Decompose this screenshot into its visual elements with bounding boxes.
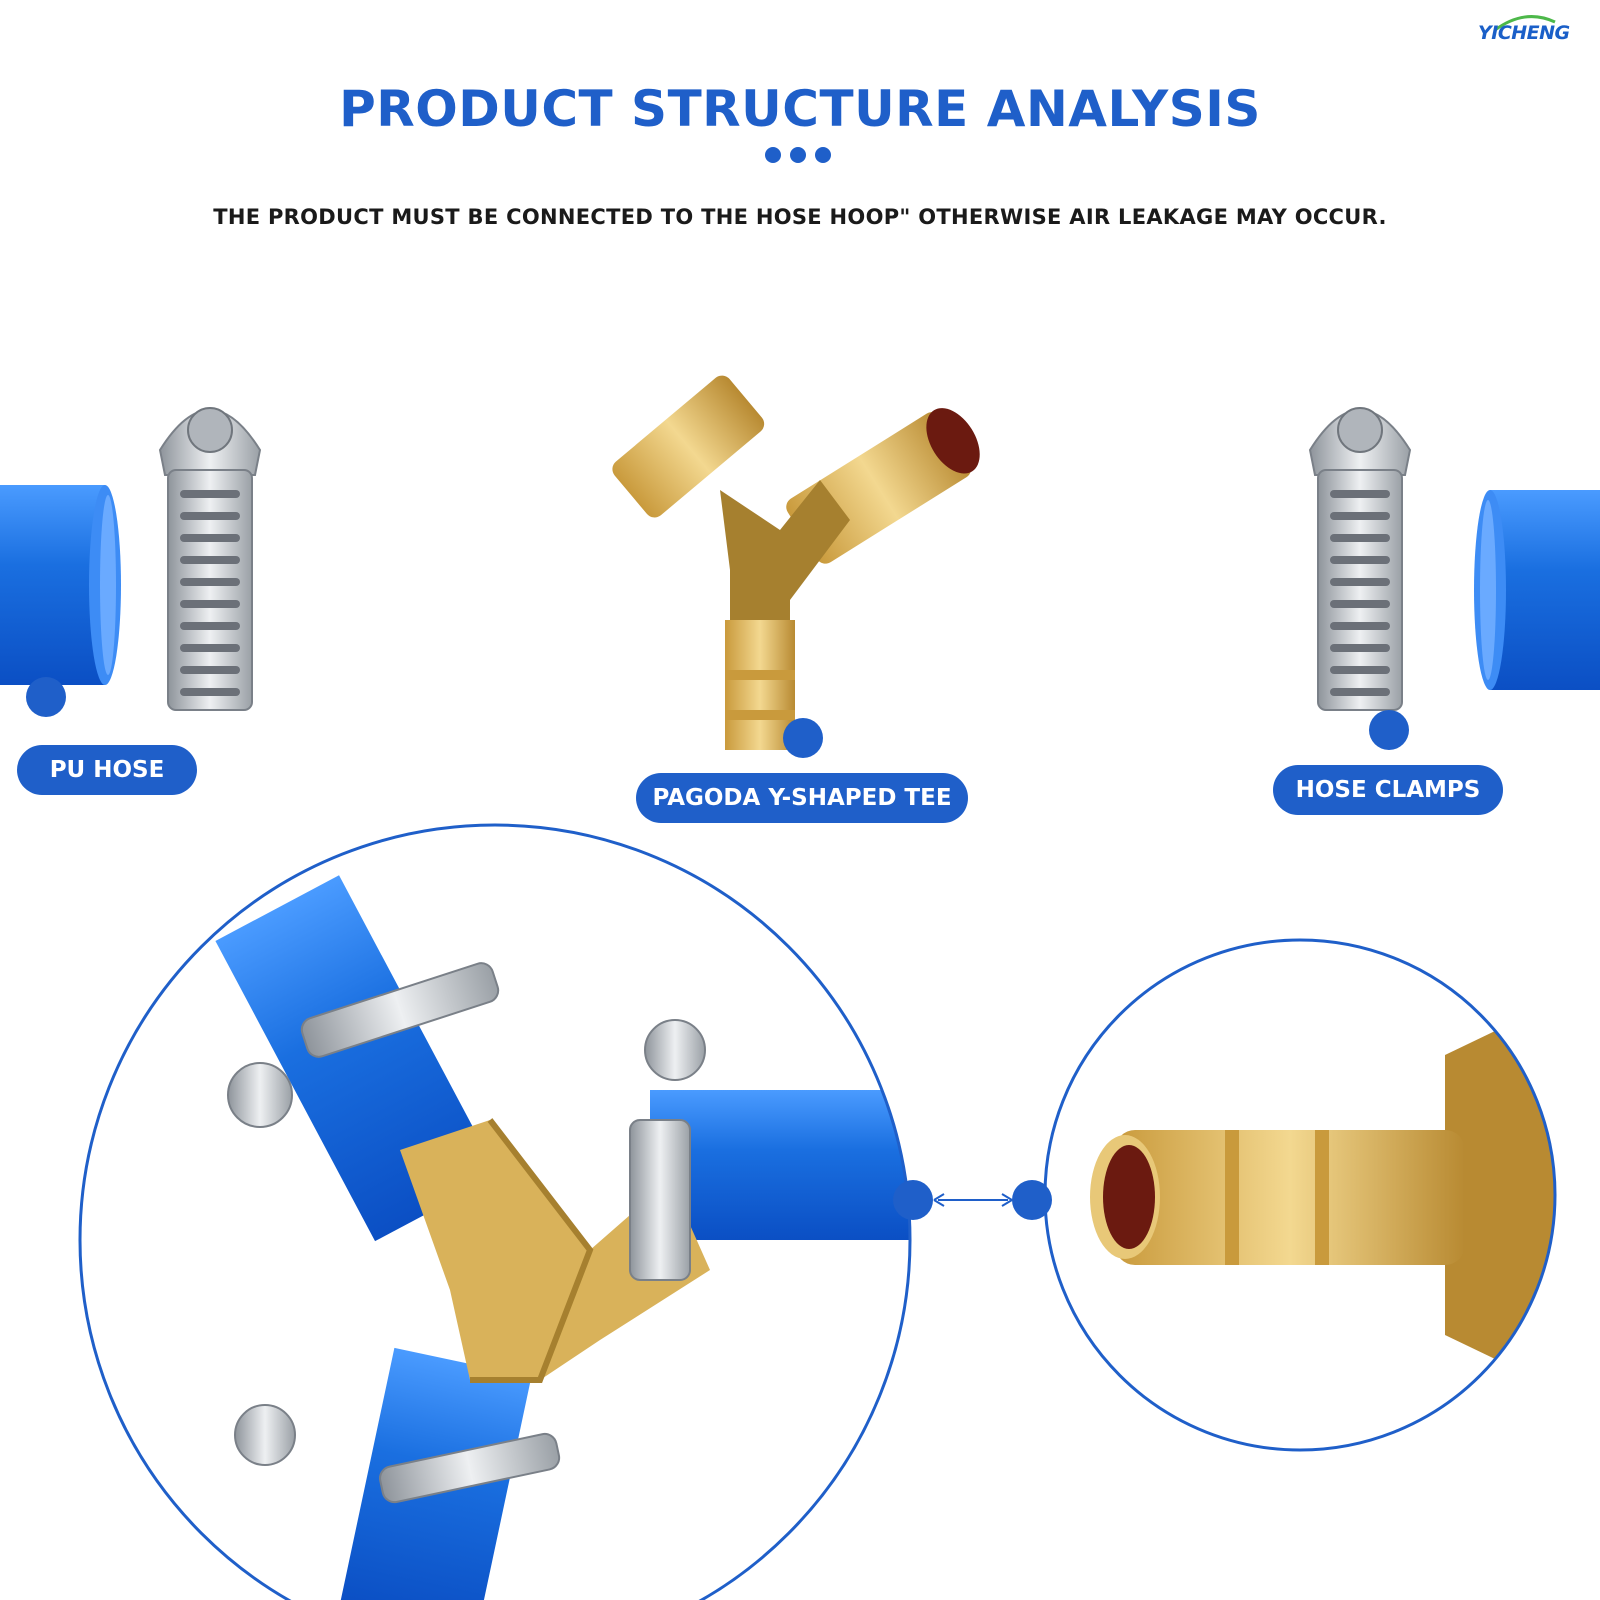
brand-logo: YICHENG bbox=[1478, 22, 1570, 44]
hose-clamp-left-image bbox=[158, 407, 262, 711]
assembled-view-circle bbox=[78, 823, 912, 1600]
y-tee-image bbox=[612, 375, 980, 750]
hose-clamps-marker bbox=[1369, 710, 1409, 750]
y-tee-label: PAGODA Y-SHAPED TEE bbox=[636, 773, 968, 823]
hose-clamps-label: HOSE CLAMPS bbox=[1273, 765, 1503, 815]
pu-hose-marker bbox=[26, 677, 66, 717]
page-title: PRODUCT STRUCTURE ANALYSIS bbox=[339, 80, 1261, 138]
pu-hose-right-image bbox=[1474, 490, 1600, 690]
y-tee-marker bbox=[783, 718, 823, 758]
hose-clamp-right-image bbox=[1308, 407, 1412, 711]
pu-hose-left-image bbox=[0, 485, 121, 685]
assembly-link-marker-left bbox=[893, 1180, 933, 1220]
assembly-link-marker-right bbox=[1012, 1180, 1052, 1220]
pu-hose-label: PU HOSE bbox=[17, 745, 197, 795]
title-divider-dots bbox=[765, 147, 831, 163]
barb-detail-circle bbox=[1043, 938, 1557, 1452]
logo-swoosh-icon bbox=[1494, 15, 1556, 32]
double-arrow-icon bbox=[933, 1193, 1013, 1207]
notice-text: THE PRODUCT MUST BE CONNECTED TO THE HOS… bbox=[213, 205, 1387, 229]
